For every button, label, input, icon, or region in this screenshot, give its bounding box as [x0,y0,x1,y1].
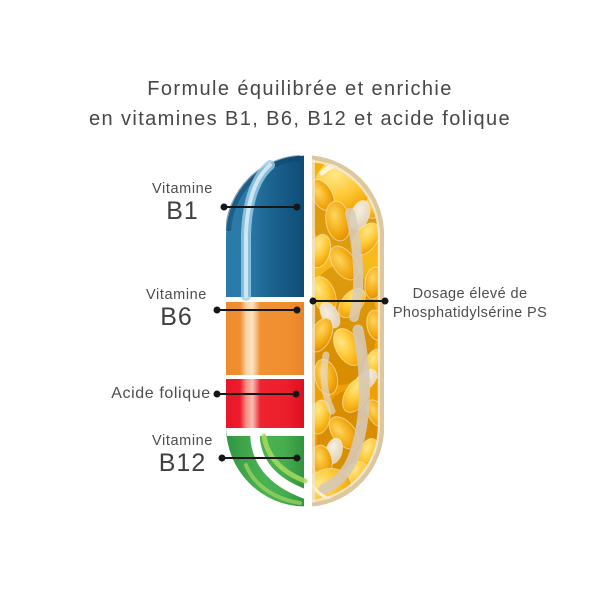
callout-dot [213,306,221,314]
callout-dot [381,297,389,305]
callout-dot [293,306,301,314]
label-b12-value: B12 [158,449,207,477]
callout-line-b1 [220,203,301,211]
callout-line-ps [309,297,389,305]
page-title: Formule équilibrée et enrichie en vitami… [0,74,600,134]
segment-folic-red [226,379,304,428]
label-ps-line-2: Phosphatidylsérine PS [392,305,548,321]
label-b6-value: B6 [160,303,193,331]
callout-dot [309,297,317,305]
callout-line-b6 [213,306,301,314]
softgel-half [312,155,384,507]
label-vitamine-b6: Vitamine B6 [124,286,229,330]
label-phosphatidylserine: Dosage élevé de Phosphatidylsérine PS [382,285,558,323]
label-b1-value: B1 [166,197,199,225]
callout-dot [218,454,226,462]
callout-line-folic [213,390,300,398]
label-vitamine-b12: Vitamine B12 [130,432,235,476]
callout-dot [293,454,301,462]
segment-b6-orange [226,302,304,375]
callout-dot [292,390,300,398]
callout-line-b12 [218,454,301,462]
label-b1-word: Vitamine [152,181,213,197]
capsule-illustration [226,155,384,507]
label-acide-folique: Acide folique [111,385,211,402]
vitamin-segments [226,155,310,507]
label-b12-word: Vitamine [152,433,213,449]
label-vitamine-b1: Vitamine B1 [130,180,235,224]
title-line-2: en vitamines B1, B6, B12 et acide foliqu… [88,108,512,130]
callout-dot [220,203,228,211]
title-line-1: Formule équilibrée et enrichie [147,78,453,100]
label-b6-word: Vitamine [146,287,207,303]
label-ps-line-1: Dosage élevé de [412,286,528,302]
callout-dot [293,203,301,211]
callout-dot [213,390,221,398]
